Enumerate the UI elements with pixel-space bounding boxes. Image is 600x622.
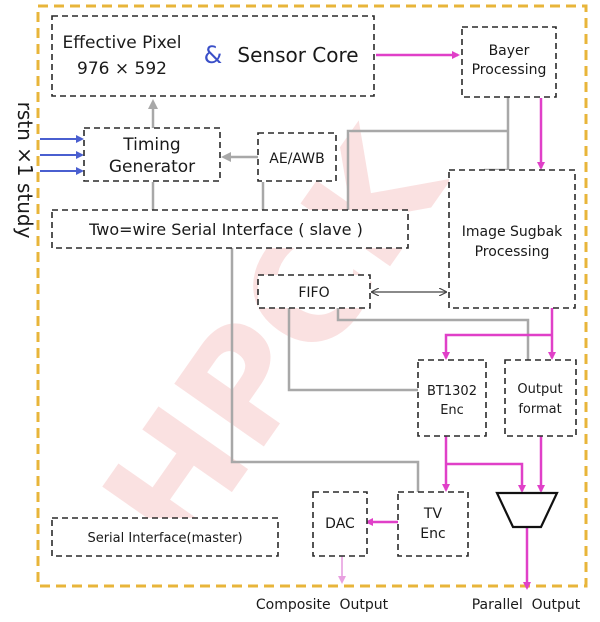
sensor-core-block <box>51 15 375 97</box>
pixel-line2: 976 × 592 <box>77 59 167 79</box>
tv-enc-block <box>397 491 469 557</box>
outer-frame <box>36 4 588 588</box>
bayer-block <box>461 26 557 98</box>
serial-master-block <box>51 517 279 557</box>
output-format-block <box>504 359 577 437</box>
outfmt-line2: format <box>518 402 561 417</box>
isp-line2: Processing <box>475 244 550 260</box>
sensor-core-label: Sensor Core <box>237 43 358 67</box>
timing-line2: Generator <box>109 157 195 177</box>
bayer-line1: Bayer <box>489 43 530 59</box>
timing-line1: Timing <box>122 135 180 155</box>
fifo-label: FIFO <box>298 285 329 301</box>
gray-connections <box>148 97 530 492</box>
serial-master-label: Serial Interface(master) <box>87 531 242 546</box>
composite-output-label: Composite Output <box>256 597 389 613</box>
pixel-line1: Effective Pixel <box>63 33 182 53</box>
tvenc-line2: Enc <box>420 526 445 542</box>
input-arrows <box>40 135 84 175</box>
mux-symbol <box>495 491 559 529</box>
bt1302-line1: BT1302 <box>427 384 477 399</box>
side-label: rstn ×1 study <box>13 102 37 239</box>
bt1302-block <box>417 359 487 437</box>
isp-block <box>448 169 576 309</box>
parallel-output-label: Parallel Output <box>472 597 581 613</box>
ampersand: & <box>204 41 223 69</box>
isp-line1: Image Sugbak <box>462 224 563 240</box>
aeawb-label: AE/AWB <box>269 151 324 167</box>
bayer-line2: Processing <box>472 62 547 78</box>
serial-slave-block <box>51 209 409 249</box>
dac-block <box>312 491 368 557</box>
fifo-block <box>257 274 371 309</box>
timing-generator-block <box>83 127 221 182</box>
dac-label: DAC <box>325 516 355 532</box>
bt1302-line2: Enc <box>440 403 464 418</box>
tvenc-line1: TV <box>423 506 443 522</box>
serial-slave-label: Two=wire Serial Interface ( slave ) <box>88 220 363 239</box>
magenta-connections <box>365 51 556 590</box>
aeawb-block <box>257 132 337 182</box>
outfmt-line1: Output <box>517 382 562 397</box>
